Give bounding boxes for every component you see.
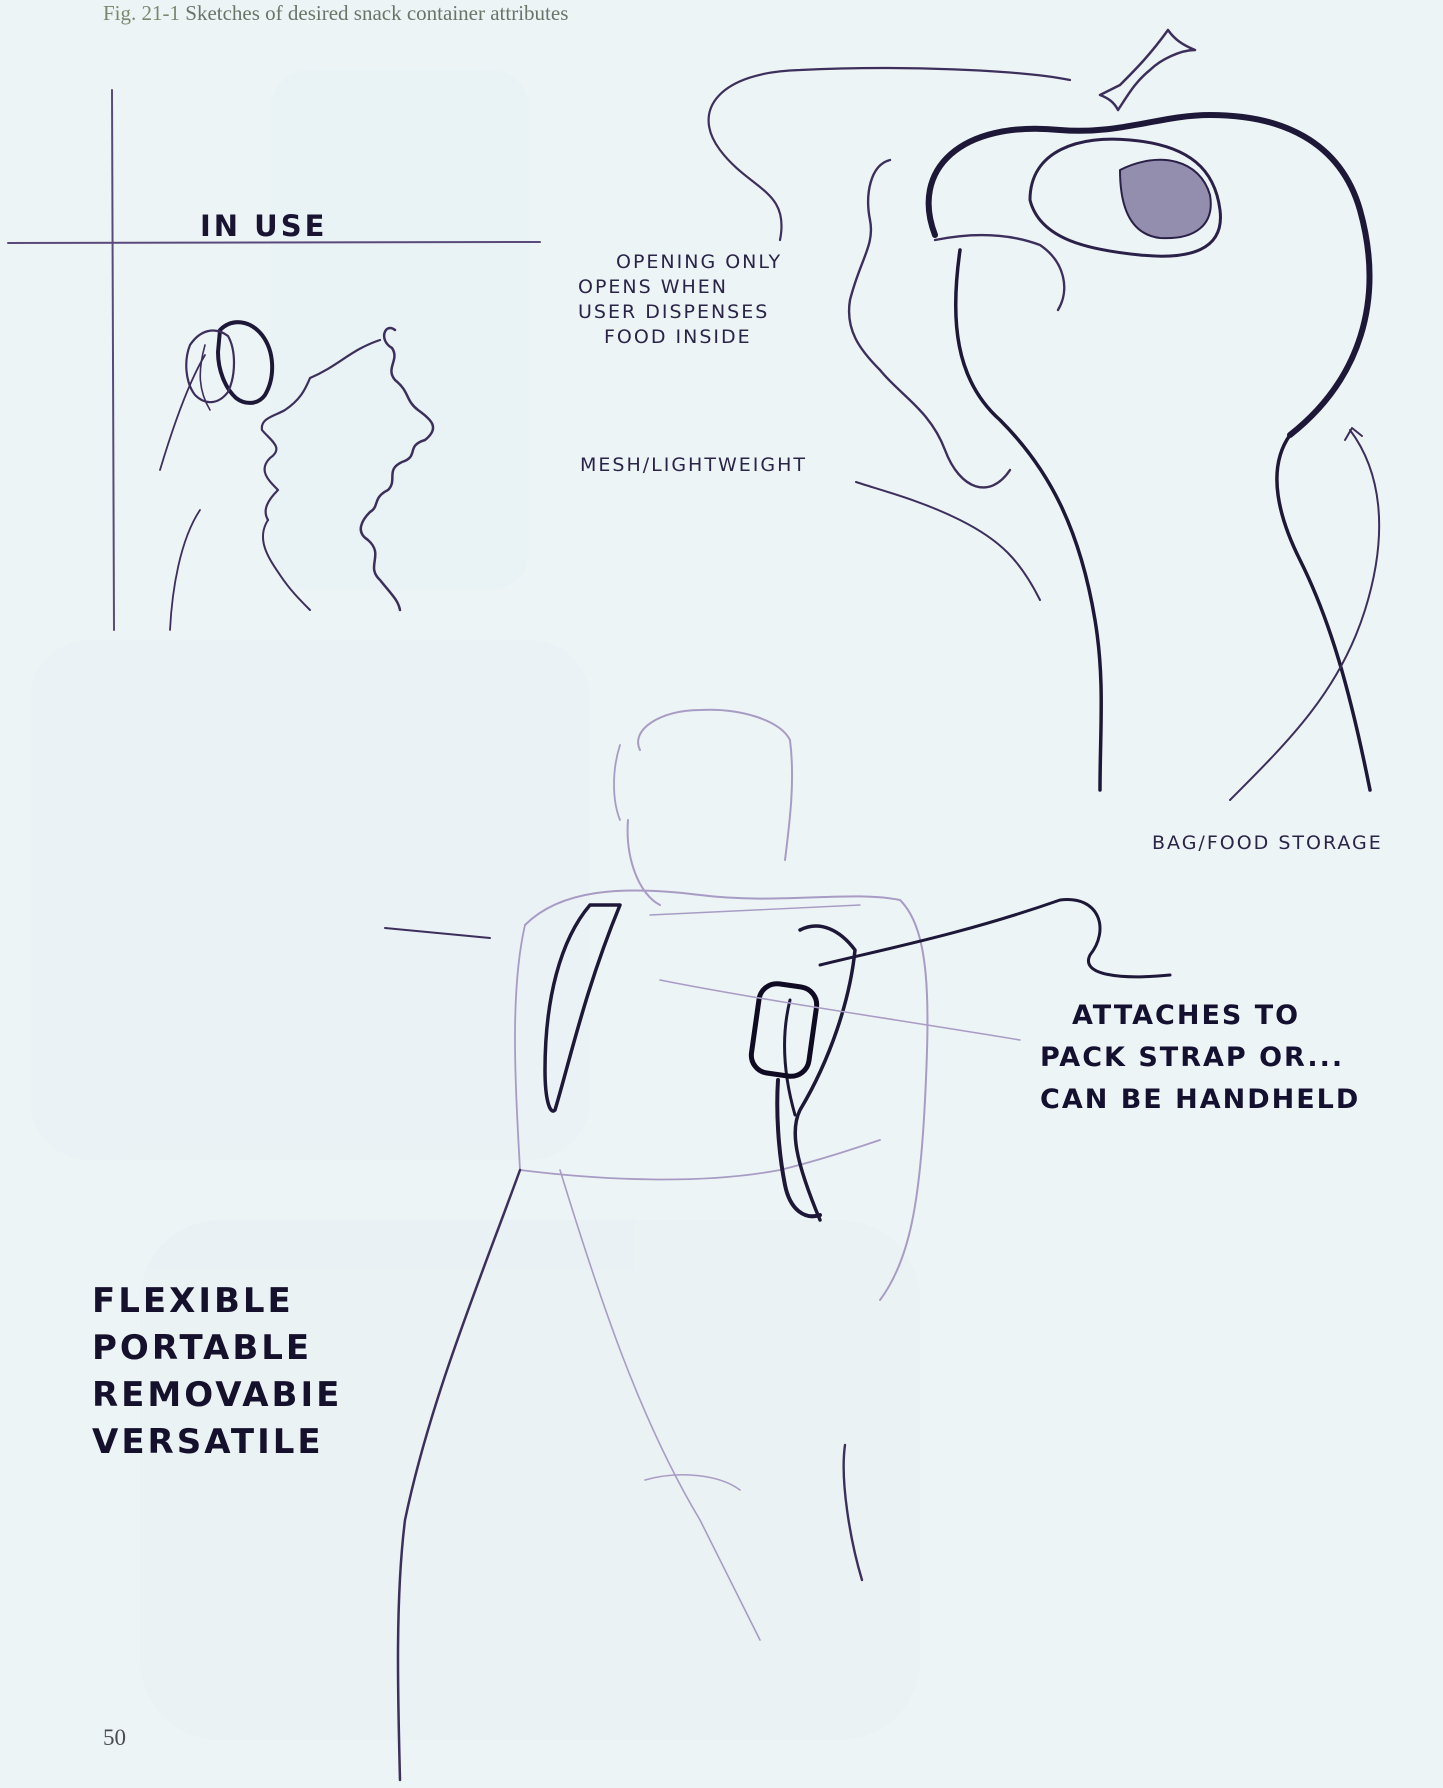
in-use-vertical-axis [112, 90, 114, 630]
opening-note-line-2: OPENS WHEN [578, 275, 782, 300]
mesh-leader-line [856, 482, 1040, 600]
rotate-arrow [1100, 30, 1195, 110]
attribute-list: FLEXIBLE PORTABLE REMOVABIE VERSATILE [92, 1278, 342, 1466]
ghost-line-3 [650, 905, 860, 915]
opening-shading [1120, 160, 1211, 238]
opening-note-line-4: FOOD INSIDE [578, 325, 782, 350]
opening-note-line-1: OPENING ONLY [578, 250, 782, 275]
strap-right-inner [785, 1000, 795, 1115]
mesh-label: MESH/LIGHTWEIGHT [580, 456, 807, 475]
opening-leader-line [709, 68, 1070, 240]
ghost-line-2 [660, 980, 1020, 1040]
person-back-2 [170, 510, 200, 630]
attach-leader-line [820, 900, 1170, 977]
storage-leader-line [1230, 430, 1379, 800]
attach-note: ATTACHES TO PACK STRAP OR... CAN BE HAND… [1040, 995, 1360, 1121]
figure-waist [520, 1140, 880, 1179]
person-back [160, 355, 205, 470]
opening-note: OPENING ONLY OPENS WHEN USER DISPENSES F… [578, 250, 782, 350]
opening-note-line-3: USER DISPENSES [578, 300, 782, 325]
figure-head [638, 710, 792, 860]
strap-container-lower [777, 1080, 820, 1216]
container-closeup-sketch [709, 30, 1380, 800]
attach-note-line-3: CAN BE HANDHELD [1040, 1079, 1360, 1121]
attribute-item: REMOVABIE [92, 1372, 342, 1419]
attribute-item: VERSATILE [92, 1419, 342, 1466]
in-use-label: IN USE [200, 212, 327, 241]
attribute-item: PORTABLE [92, 1325, 342, 1372]
figure-neck [628, 820, 660, 905]
page-number: 50 [103, 1725, 126, 1751]
attach-note-line-2: PACK STRAP OR... [1040, 1037, 1360, 1079]
attribute-item: FLEXIBLE [92, 1278, 342, 1325]
figure-hair [614, 745, 620, 820]
bag-storage-label: BAG/FOOD STORAGE [1152, 834, 1383, 853]
paper-texture [30, 70, 920, 1740]
attach-note-line-1: ATTACHES TO [1040, 995, 1360, 1037]
body-left-side [956, 250, 1102, 790]
container-mini-fill [186, 330, 234, 402]
